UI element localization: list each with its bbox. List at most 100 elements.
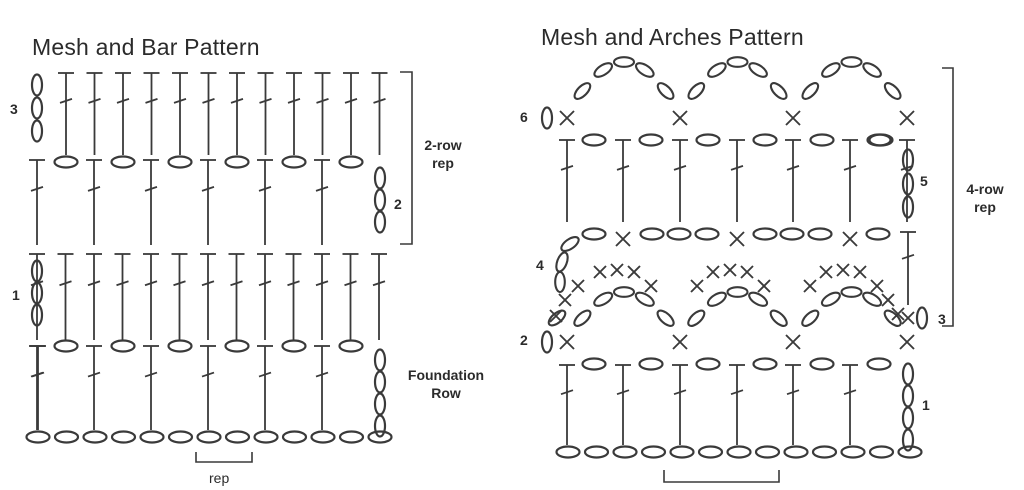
chain-stitch xyxy=(30,303,44,327)
double-crochet-stitch xyxy=(171,253,188,340)
double-crochet-stitch xyxy=(200,159,216,245)
single-crochet-stitch xyxy=(549,309,563,323)
double-crochet-stitch xyxy=(200,72,217,155)
chain-stitch xyxy=(866,357,892,371)
chain-stitch xyxy=(612,286,636,298)
left-row-label-3: 3 xyxy=(10,101,18,117)
double-crochet-stitch xyxy=(785,364,801,445)
chain-stitch xyxy=(196,430,222,444)
chain-stitch xyxy=(573,309,592,327)
chain-stitch xyxy=(687,82,706,100)
chain-stitch xyxy=(310,430,336,444)
double-crochet-stitch xyxy=(115,72,131,155)
double-crochet-stitch xyxy=(257,253,273,340)
chain-stitch xyxy=(897,445,923,459)
chain-stitch xyxy=(862,291,883,307)
chain-stitch xyxy=(167,430,194,444)
double-crochet-stitch xyxy=(785,139,801,222)
double-crochet-stitch xyxy=(314,345,330,430)
chain-stitch xyxy=(901,406,915,430)
chain-stitch xyxy=(697,445,724,459)
single-crochet-stitch xyxy=(740,265,754,279)
double-crochet-stitch xyxy=(729,139,745,222)
single-crochet-stitch xyxy=(558,293,572,307)
single-crochet-stitch xyxy=(785,110,801,126)
chain-stitch xyxy=(726,445,752,459)
chain-stitch xyxy=(540,330,554,354)
single-crochet-stitch xyxy=(610,263,624,277)
double-crochet-stitch xyxy=(672,139,688,222)
single-crochet-stitch xyxy=(706,265,720,279)
chain-stitch xyxy=(110,155,136,169)
chain-stitch xyxy=(669,445,695,459)
chain-stitch xyxy=(373,166,387,190)
chain-stitch xyxy=(338,339,364,353)
double-crochet-stitch xyxy=(229,72,245,155)
chain-stitch xyxy=(224,155,250,169)
chain-stitch xyxy=(811,445,838,459)
chain-stitch xyxy=(281,155,307,169)
chain-stitch xyxy=(338,155,364,169)
single-crochet-stitch xyxy=(870,279,884,293)
chain-stitch xyxy=(752,227,778,241)
chain-stitch xyxy=(868,445,895,459)
chain-stitch xyxy=(367,430,393,444)
chain-stitch xyxy=(82,430,108,444)
chain-stitch xyxy=(695,357,721,371)
double-crochet-stitch xyxy=(285,253,302,340)
chain-stitch xyxy=(167,155,193,169)
chain-stitch xyxy=(167,339,193,353)
single-crochet-stitch xyxy=(690,279,704,293)
chain-stitch xyxy=(373,392,387,416)
chain-stitch xyxy=(555,251,569,273)
chain-stitch xyxy=(901,362,915,386)
double-crochet-stitch xyxy=(900,231,916,305)
single-crochet-stitch xyxy=(836,263,850,277)
chain-stitch xyxy=(554,270,566,294)
chain-stitch xyxy=(862,62,882,78)
chain-stitch xyxy=(640,445,667,459)
chain-stitch xyxy=(901,172,915,196)
chain-stitch xyxy=(373,370,387,394)
chain-stitch xyxy=(748,62,768,78)
chain-stitch xyxy=(666,227,692,241)
double-crochet-stitch xyxy=(86,72,103,155)
single-crochet-stitch xyxy=(853,265,867,279)
chain-stitch xyxy=(783,445,809,459)
chain-stitch xyxy=(139,430,165,444)
right-rep-marker xyxy=(663,470,780,483)
chain-stitch xyxy=(726,56,749,68)
double-crochet-stitch xyxy=(615,139,631,222)
right-rep-bracket-label: 4-row rep xyxy=(966,181,1004,215)
chain-stitch xyxy=(840,445,866,459)
chain-stitch xyxy=(656,309,675,327)
right-row-label-5: 5 xyxy=(920,173,928,189)
double-crochet-stitch xyxy=(342,253,359,340)
single-crochet-stitch xyxy=(644,279,658,293)
mesh-bar-title: Mesh and Bar Pattern xyxy=(32,34,260,60)
double-crochet-stitch xyxy=(257,345,273,430)
chain-stitch xyxy=(840,286,863,298)
chain-stitch xyxy=(865,227,891,241)
chain-stitch xyxy=(253,430,279,444)
single-crochet-stitch xyxy=(785,334,801,350)
chain-stitch xyxy=(373,348,387,372)
double-crochet-stitch xyxy=(30,345,46,430)
chain-stitch xyxy=(634,291,655,307)
right-row-label-3: 3 xyxy=(938,311,946,327)
double-crochet-stitch xyxy=(314,253,330,340)
chain-stitch xyxy=(540,106,554,130)
single-crochet-stitch xyxy=(803,279,817,293)
chain-stitch xyxy=(281,339,307,353)
left-rep-label: rep xyxy=(209,470,230,486)
chain-stitch xyxy=(110,339,136,353)
chain-stitch xyxy=(694,227,720,241)
single-crochet-stitch xyxy=(729,231,745,247)
double-crochet-stitch xyxy=(143,72,160,155)
chain-stitch xyxy=(638,133,664,147)
double-crochet-stitch xyxy=(257,159,273,245)
double-crochet-stitch xyxy=(29,159,45,245)
double-crochet-stitch xyxy=(172,72,188,155)
chain-stitch xyxy=(581,227,607,241)
